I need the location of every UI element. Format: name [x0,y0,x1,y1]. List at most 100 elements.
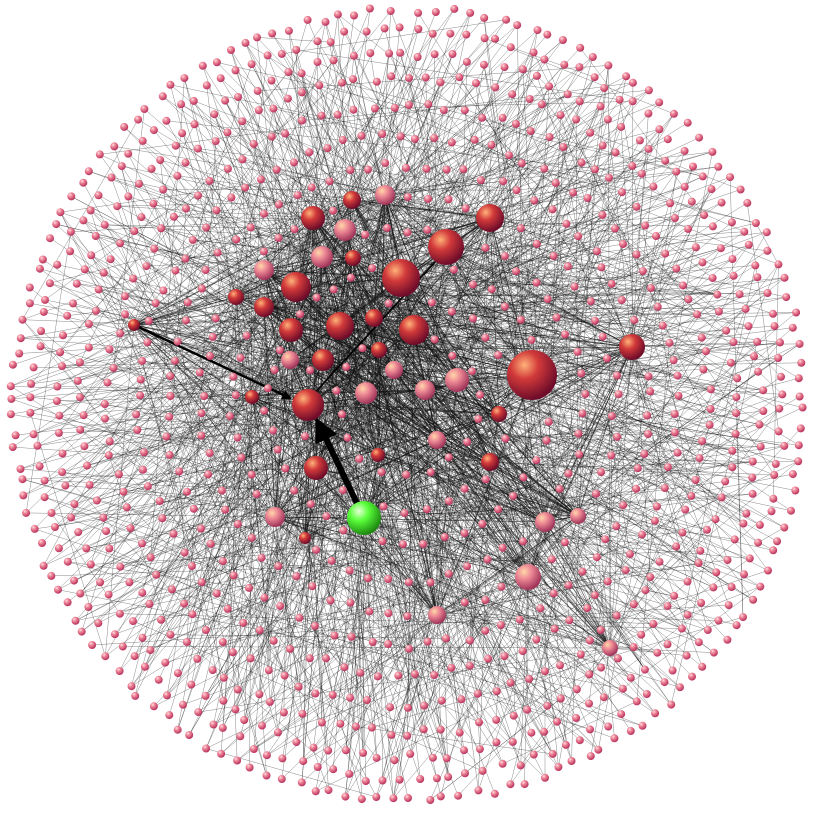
peripheral-node [619,240,627,248]
peripheral-node [630,316,639,325]
peripheral-node [778,390,787,399]
peripheral-node [617,296,626,305]
peripheral-node [687,491,696,500]
network-edge [445,246,529,578]
peripheral-node [104,590,113,599]
peripheral-node [180,548,189,557]
peripheral-node [346,273,355,282]
peripheral-node [553,717,561,726]
network-edge [544,410,764,523]
peripheral-node [632,202,641,211]
network-edge [456,266,568,381]
peripheral-node [575,63,584,72]
peripheral-node [313,763,322,771]
network-edge [363,346,633,519]
network-edge [88,170,323,258]
peripheral-node [205,352,214,360]
peripheral-node [121,310,129,319]
network-edge [153,203,262,558]
peripheral-node [777,372,785,381]
peripheral-node [367,723,376,732]
network-edge [489,217,774,315]
peripheral-node [201,691,210,700]
peripheral-node [71,616,80,625]
peripheral-node [791,486,800,495]
peripheral-node [674,391,683,400]
peripheral-node [298,709,307,718]
network-edge [263,269,306,539]
hub-node [281,272,311,302]
peripheral-node [423,225,432,234]
peripheral-node [723,556,732,564]
peripheral-node [727,218,736,227]
hub-node [355,382,377,404]
peripheral-node [217,486,226,495]
peripheral-node [663,602,672,611]
peripheral-node [253,86,262,95]
peripheral-node [122,503,131,512]
peripheral-node [447,663,456,672]
peripheral-node [668,666,677,675]
peripheral-node [102,527,111,536]
peripheral-node [414,8,423,17]
peripheral-node [465,636,474,645]
network-edge [263,269,633,348]
network-edge [757,527,785,543]
peripheral-node [570,282,579,291]
peripheral-node [311,689,320,698]
peripheral-node [525,674,534,683]
network-edge [259,369,395,631]
peripheral-node [126,524,135,533]
peripheral-node [549,589,558,598]
peripheral-node [663,135,672,144]
peripheral-node [270,366,279,374]
peripheral-node [740,570,748,579]
network-edge [201,413,311,659]
network-edge [315,647,611,792]
network-edge [150,306,265,558]
network-edge [67,561,351,603]
peripheral-node [18,315,27,324]
network-edge [221,490,377,798]
network-edge [302,503,312,762]
peripheral-node [328,690,337,699]
peripheral-node [35,462,44,471]
peripheral-node [109,364,118,372]
peripheral-node [113,202,122,211]
peripheral-node [197,578,206,587]
peripheral-node [597,663,606,672]
peripheral-node [466,8,475,17]
peripheral-node [72,279,81,288]
peripheral-node [532,71,541,80]
network-edge [124,82,441,297]
network-edge [533,52,658,307]
peripheral-node [35,264,44,273]
peripheral-node [156,156,165,164]
network-edge [344,162,522,231]
network-edge [365,392,622,715]
network-edge [30,216,175,385]
peripheral-node [396,132,405,141]
peripheral-node [227,193,236,202]
network-edge [410,375,618,755]
peripheral-node [85,480,94,489]
peripheral-node [767,507,776,516]
peripheral-node [166,80,175,89]
network-edge [288,71,521,229]
peripheral-node [16,334,25,343]
peripheral-node [166,372,175,380]
network-edge [378,346,633,351]
peripheral-node [740,227,749,236]
peripheral-node [279,708,288,717]
peripheral-node [698,662,707,671]
peripheral-node [258,721,266,730]
peripheral-node [462,57,471,66]
network-edge [456,168,545,381]
peripheral-node [33,441,42,450]
network-edge [141,360,225,678]
peripheral-node [247,470,256,479]
network-edge [339,325,611,649]
network-edge [256,494,357,727]
peripheral-node [385,49,394,58]
peripheral-node [216,74,225,83]
